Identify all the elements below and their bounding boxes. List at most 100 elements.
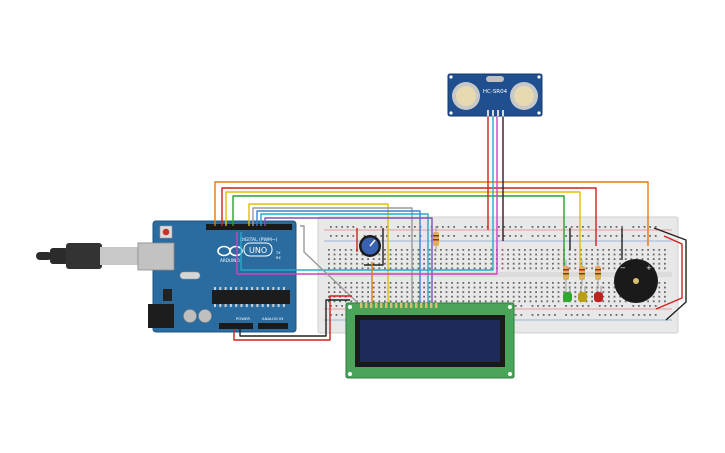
breadboard-hole [535,291,537,293]
breadboard-hole [484,295,487,298]
breadboard-hole [540,258,543,260]
lcd-pin [405,303,408,308]
piezo-buzzer: − + [614,259,658,303]
breadboard-hole [473,267,476,270]
breadboard-hole [456,286,459,289]
breadboard-hole [395,286,397,289]
breadboard-hole [361,300,364,303]
breadboard-hole [591,282,593,284]
arduino-uno-board: DIGITAL (PWM~) ARDUINO UNO TX RX POWER A… [137,220,297,333]
breadboard-hole [512,262,515,265]
breadboard-hole [524,267,526,270]
breadboard-hole [389,295,392,298]
breadboard-hole [384,258,386,260]
breadboard-hole [389,300,392,303]
rail-hole [402,235,405,237]
rail-hole [542,305,545,307]
breadboard-hole [400,291,403,293]
breadboard-hole [641,258,644,260]
breadboard-hole [473,300,476,303]
rail-hole [363,226,366,228]
breadboard-hole [356,253,358,256]
breadboard-hole [462,262,465,265]
breadboard-hole [529,286,532,289]
atmega-chip [212,290,290,304]
breadboard-hole [417,282,420,284]
rail-hole [598,226,601,228]
breadboard-hole [652,300,655,303]
rail-hole [542,235,545,237]
breadboard-hole [389,291,392,293]
breadboard-hole [389,258,392,260]
resistor-band [563,273,569,275]
rail-hole [470,226,472,228]
breadboard-hole [372,267,375,270]
chip-pin [245,287,248,290]
breadboard-hole [630,253,633,256]
breadboard-hole [384,286,386,289]
breadboard-hole [445,253,448,256]
breadboard-hole [619,249,621,251]
breadboard-hole [417,295,420,298]
breadboard-hole [552,286,554,289]
breadboard-hole [462,291,465,293]
chip-pin [214,304,216,307]
rail-hole [632,226,635,228]
breadboard-hole [473,286,476,289]
resistor-band [595,273,601,275]
breadboard-hole [608,262,610,265]
breadboard-hole [468,262,470,265]
breadboard-hole [378,295,381,298]
rail-hole [531,226,534,228]
led-green [563,286,572,302]
rail-hole [598,235,601,237]
breadboard-hole [658,295,661,298]
breadboard-hole [613,267,616,270]
rail-hole [397,226,399,228]
breadboard-hole [400,258,403,260]
breadboard-hole [535,249,537,251]
breadboard-hole [361,253,364,256]
breadboard-hole [501,253,504,256]
rail-hole [621,305,623,307]
breadboard-hole [546,267,549,270]
breadboard-hole [518,258,521,260]
breadboard-hole [557,267,560,270]
breadboard-hole [328,262,330,265]
rail-hole [565,226,567,228]
chip-pin [214,287,216,290]
breadboard-hole [552,262,554,265]
breadboard-hole [406,286,409,289]
chip-pin [261,287,264,290]
capacitor-1 [183,309,197,323]
breadboard-hole [333,249,336,251]
breadboard-hole [518,300,521,303]
rail-hole [453,226,455,228]
breadboard-hole [574,249,577,251]
rail-hole [548,226,551,228]
chip-pin [277,287,280,290]
breadboard-hole [372,295,375,298]
breadboard-hole [479,295,481,298]
breadboard-hole [412,253,414,256]
breadboard-hole [428,286,431,289]
breadboard-hole [585,291,588,293]
wire-black-power [239,299,350,337]
breadboard-hole [568,282,571,284]
breadboard-hole [512,258,515,260]
rail-hole [649,314,651,316]
breadboard-hole [456,249,459,251]
digital-label: DIGITAL (PWM~) [240,237,278,243]
breadboard-hole [535,300,537,303]
chip-pin [219,287,222,290]
rail-hole [621,226,623,228]
breadboard-hole [406,295,409,298]
breadboard-hole [613,262,616,265]
breadboard-hole [557,258,560,260]
breadboard-hole [591,258,593,260]
breadboard-hole [445,267,448,270]
rail-hole [610,314,612,316]
breadboard-hole [451,295,453,298]
breadboard-hole [574,267,577,270]
breadboard-hole [535,262,537,265]
